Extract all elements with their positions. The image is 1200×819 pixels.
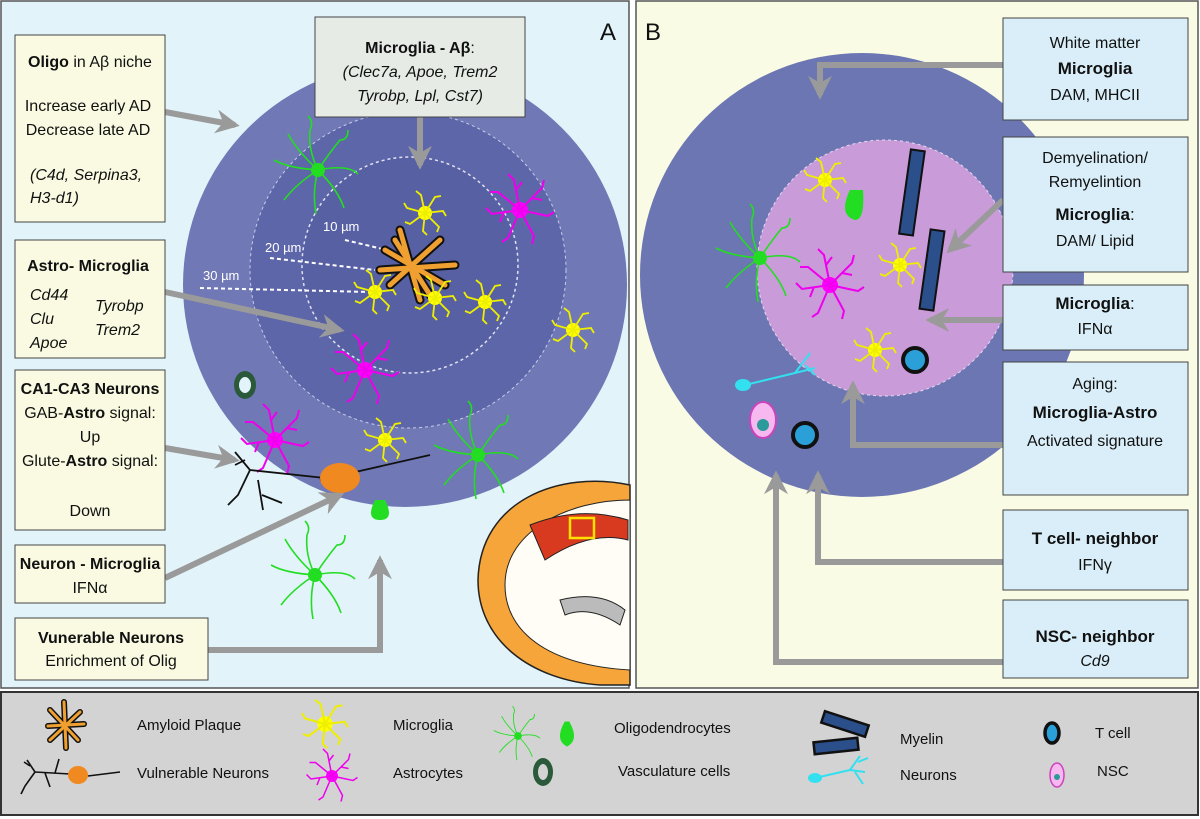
panel-b-label: B xyxy=(645,19,661,46)
svg-text:Tyrobp: Tyrobp xyxy=(95,298,144,315)
svg-text:Microglia-Astro: Microglia-Astro xyxy=(1033,403,1158,422)
legend-nsc: NSC xyxy=(1097,763,1129,780)
svg-text:T cell- neighbor: T cell- neighbor xyxy=(1032,529,1159,548)
svg-text:IFNγ: IFNγ xyxy=(1078,557,1112,574)
panel-b-cells xyxy=(715,148,946,449)
svg-text:Tyrobp, Lpl, Cst7): Tyrobp, Lpl, Cst7) xyxy=(357,88,483,105)
svg-text:Decrease late AD: Decrease late AD xyxy=(26,122,151,139)
astro-microglia-box: Astro- Microglia Cd44 Clu Apoe Tyrobp Tr… xyxy=(14,239,166,359)
svg-text:Microglia - Aβ:: Microglia - Aβ: xyxy=(365,40,475,57)
svg-text:Astro- Microglia: Astro- Microglia xyxy=(27,258,149,275)
legend-vulnerable-neuron-icon xyxy=(20,758,121,795)
radius-30: 30 µm xyxy=(203,268,239,283)
radius-20: 20 µm xyxy=(265,240,301,255)
tcell-box: T cell- neighbor IFNγ xyxy=(1002,509,1189,591)
svg-text:Clu: Clu xyxy=(30,311,54,328)
legend-oligodendrocytes: Oligodendrocytes xyxy=(614,720,731,737)
legend-microglia: Microglia xyxy=(393,717,454,734)
ifn-box: Microglia: IFNα xyxy=(1002,284,1189,351)
neuron-microglia-box: Neuron - Microglia IFNα xyxy=(14,544,166,604)
legend-vasculature-cells: Vasculature cells xyxy=(618,763,730,780)
svg-text:Up: Up xyxy=(80,429,101,446)
svg-text:NSC- neighbor: NSC- neighbor xyxy=(1036,627,1155,646)
oligodendrocyte-cells xyxy=(270,115,519,620)
nsc-box: NSC- neighbor Cd9 xyxy=(1002,599,1189,679)
legend-amyloid-icon xyxy=(45,699,87,751)
legend-vasculature-icon xyxy=(533,758,553,786)
svg-text:IFNα: IFNα xyxy=(1077,321,1112,338)
legend-t-cell: T cell xyxy=(1095,725,1131,742)
svg-text:DAM, MHCII: DAM, MHCII xyxy=(1050,87,1140,104)
panel-a-label: A xyxy=(600,19,616,46)
oligo-box: Oligo in Aβ niche Increase early AD Decr… xyxy=(14,34,166,223)
svg-text:(Clec7a, Apoe, Trem2: (Clec7a, Apoe, Trem2 xyxy=(343,64,498,81)
svg-text:GAB-Astro signal:: GAB-Astro signal: xyxy=(24,405,156,422)
demyelination-core xyxy=(756,139,1014,397)
svg-text:H3-d1): H3-d1) xyxy=(30,190,79,207)
legend-amyloid-plaque: Amyloid Plaque xyxy=(137,717,241,734)
panel-a-arrows xyxy=(163,109,432,653)
svg-text:Down: Down xyxy=(70,503,111,520)
svg-text:Cd9: Cd9 xyxy=(1080,653,1109,670)
legend-nsc-icon xyxy=(1049,762,1065,788)
svg-text:Cd44: Cd44 xyxy=(30,287,68,304)
svg-text:Neuron - Microglia: Neuron - Microglia xyxy=(20,556,161,573)
svg-text:DAM/ Lipid: DAM/ Lipid xyxy=(1056,233,1134,250)
svg-text:Trem2: Trem2 xyxy=(95,322,140,339)
svg-text:Glute-Astro signal:: Glute-Astro signal: xyxy=(22,453,158,470)
ca-neurons-box: CA1-CA3 Neurons GAB-Astro signal: Up Glu… xyxy=(14,369,166,531)
svg-text:Microglia:: Microglia: xyxy=(1055,294,1134,313)
legend-icons xyxy=(20,698,1065,803)
svg-text:Aging:: Aging: xyxy=(1072,376,1117,393)
svg-text:Oligo in Aβ niche: Oligo in Aβ niche xyxy=(28,54,152,71)
svg-text:(C4d, Serpina3,: (C4d, Serpina3, xyxy=(30,167,142,184)
legend-tcell-icon xyxy=(1043,721,1061,745)
svg-text:Enrichment of Olig: Enrichment of Olig xyxy=(45,653,177,670)
svg-text:Increase early AD: Increase early AD xyxy=(25,98,151,115)
legend-astrocytes: Astrocytes xyxy=(393,765,463,782)
svg-text:Microglia:: Microglia: xyxy=(1055,205,1134,224)
svg-text:Activated signature: Activated signature xyxy=(1027,433,1163,450)
demyelination-box: Demyelination/ Remyelintion Microglia: D… xyxy=(1002,136,1189,273)
legend-vulnerable-neurons: Vulnerable Neurons xyxy=(137,765,269,782)
svg-text:Vunerable Neurons: Vunerable Neurons xyxy=(38,630,184,647)
nsc xyxy=(749,401,777,439)
svg-text:Demyelination/: Demyelination/ xyxy=(1042,150,1148,167)
radius-10: 10 µm xyxy=(323,219,359,234)
svg-text:IFNα: IFNα xyxy=(72,580,107,597)
white-matter-box: White matter Microglia DAM, MHCII xyxy=(1002,17,1189,121)
legend-neuron-icon xyxy=(808,755,869,785)
vulnerable-neurons-box: Vunerable Neurons Enrichment of Olig xyxy=(14,617,209,681)
svg-text:Apoe: Apoe xyxy=(29,335,67,352)
myelin xyxy=(897,148,946,312)
aging-box: Aging: Microglia-Astro Activated signatu… xyxy=(1002,361,1189,496)
vulnerable-neuron xyxy=(227,451,431,511)
svg-text:CA1-CA3 Neurons: CA1-CA3 Neurons xyxy=(21,381,160,398)
amyloid-plaque xyxy=(375,225,460,305)
neuron xyxy=(735,352,816,391)
panel-b-arrows xyxy=(764,62,1006,665)
vasculature-cell xyxy=(234,371,256,399)
legend-myelin: Myelin xyxy=(900,731,943,748)
svg-text:White matter: White matter xyxy=(1050,35,1141,52)
svg-text:Microglia: Microglia xyxy=(1058,59,1133,78)
legend-myelin-icon xyxy=(812,709,871,756)
legend xyxy=(0,691,1199,816)
legend-oligo-soma-icon xyxy=(560,721,574,747)
t-cells xyxy=(791,346,929,449)
microglia-ab-box: Microglia - Aβ: (Clec7a, Apoe, Trem2 Tyr… xyxy=(314,16,526,118)
legend-neurons: Neurons xyxy=(900,767,957,784)
svg-text:Remyelintion: Remyelintion xyxy=(1049,174,1141,191)
